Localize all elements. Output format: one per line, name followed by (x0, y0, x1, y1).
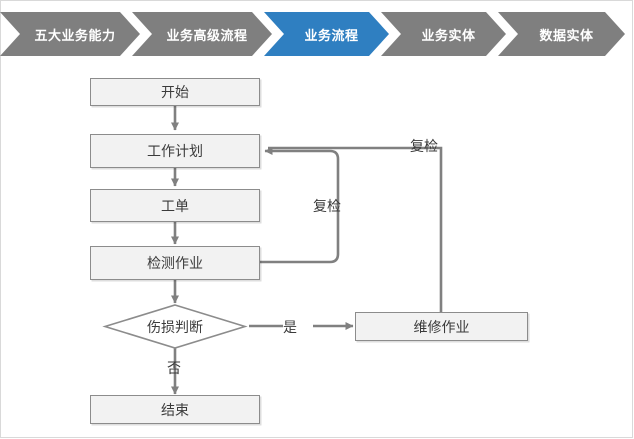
edge-label-yes: 是 (283, 320, 297, 336)
edge-label-recheck-outer: 复检 (410, 139, 438, 155)
node-work-plan[interactable]: 工作计划 (90, 134, 260, 168)
node-work-order[interactable]: 工单 (90, 189, 260, 222)
breadcrumb-item-label: 数据实体 (539, 28, 594, 44)
node-label: 工单 (161, 198, 189, 215)
breadcrumb: 五大业务能力 业务高级流程 业务流程 业务实体 数据实体 (0, 12, 634, 56)
breadcrumb-item-label: 业务实体 (421, 28, 476, 44)
edge-label-no: 否 (167, 361, 181, 377)
node-start[interactable]: 开始 (90, 78, 260, 106)
node-end[interactable]: 结束 (90, 395, 260, 424)
node-label: 开始 (161, 85, 189, 101)
node-label: 检测作业 (147, 256, 203, 272)
breadcrumb-item-business-process[interactable]: 业务流程 (264, 12, 389, 56)
node-inspection[interactable]: 检测作业 (90, 246, 260, 280)
edge-label-recheck-inner: 复检 (313, 199, 341, 215)
breadcrumb-item-data-entity[interactable]: 数据实体 (498, 12, 625, 56)
node-decision[interactable]: 伤损判断 (105, 312, 245, 341)
decision-diamond-shape (102, 304, 248, 349)
node-label: 工作计划 (147, 144, 203, 160)
breadcrumb-item-five-capabilities[interactable]: 五大业务能力 (0, 12, 140, 56)
node-label: 结束 (161, 402, 189, 419)
node-label: 伤损判断 (147, 319, 203, 336)
breadcrumb-item-label: 五大业务能力 (34, 28, 116, 44)
edge-repair-recheck-to-work-plan (400, 146, 443, 312)
node-repair[interactable]: 维修作业 (355, 312, 528, 341)
edge-inspection-recheck-to-work-plan (260, 147, 340, 264)
node-label: 维修作业 (413, 319, 470, 336)
breadcrumb-item-business-entity[interactable]: 业务实体 (381, 12, 506, 56)
breadcrumb-item-label: 业务流程 (304, 28, 359, 44)
breadcrumb-item-high-level-process[interactable]: 业务高级流程 (132, 12, 272, 56)
breadcrumb-item-label: 业务高级流程 (166, 28, 248, 44)
